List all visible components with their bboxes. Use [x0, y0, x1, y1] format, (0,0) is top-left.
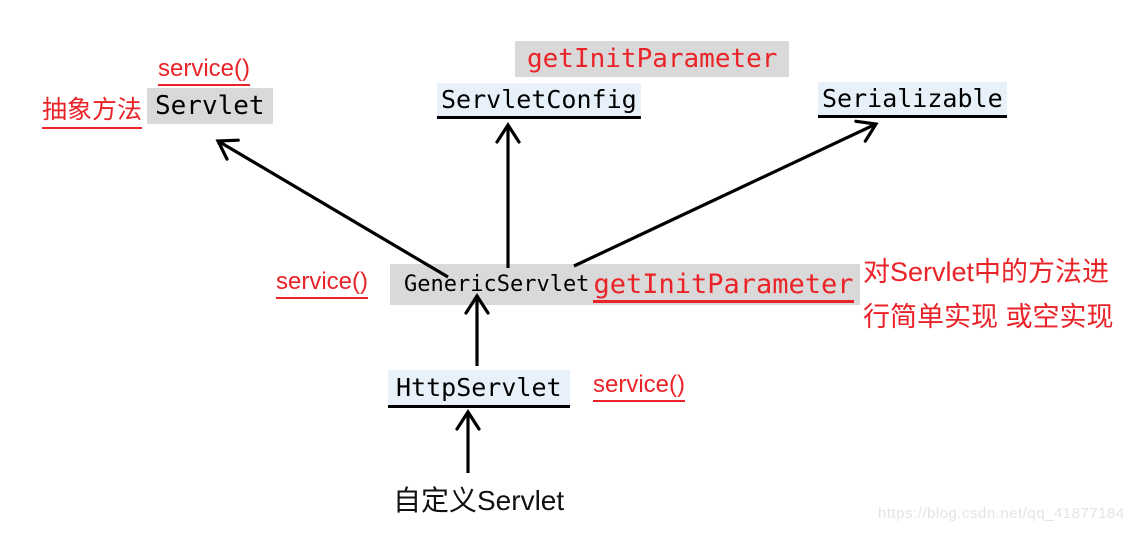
arrow-generic-servlet-to-serializable — [573, 119, 879, 268]
note-line-2: 行简单实现 或空实现 — [863, 302, 1114, 332]
arrow-generic-servlet-to-servlet — [215, 138, 449, 279]
node-servlet: Servlet — [147, 88, 273, 124]
get-init-parameter-label-servletconfig: getInitParameter — [515, 41, 790, 77]
get-init-parameter-text: getInitParameter — [593, 269, 854, 303]
service-method-label-genericservlet: service() — [276, 268, 369, 299]
abstract-method-label: 抽象方法 — [42, 90, 143, 129]
node-generic-servlet: GenericServlet — [390, 264, 592, 305]
node-servlet-config: ServletConfig — [437, 83, 641, 119]
generic-servlet-row: GenericServlet getInitParameter — [390, 264, 860, 305]
note-line-1: 对Servlet中的方法进 — [863, 257, 1110, 287]
node-custom-servlet: 自定义Servlet — [393, 485, 565, 516]
node-http-servlet: HttpServlet — [388, 370, 570, 408]
service-method-label-httpservlet: service() — [593, 371, 686, 402]
get-init-parameter-label-genericservlet: getInitParameter — [591, 264, 860, 305]
generic-servlet-note: 对Servlet中的方法进 行简单实现 或空实现 — [863, 250, 1114, 340]
service-method-label-servlet: service() — [158, 55, 251, 86]
watermark-url: https://blog.csdn.net/qq_41877184 — [878, 505, 1125, 522]
node-serializable: Serializable — [818, 82, 1007, 118]
